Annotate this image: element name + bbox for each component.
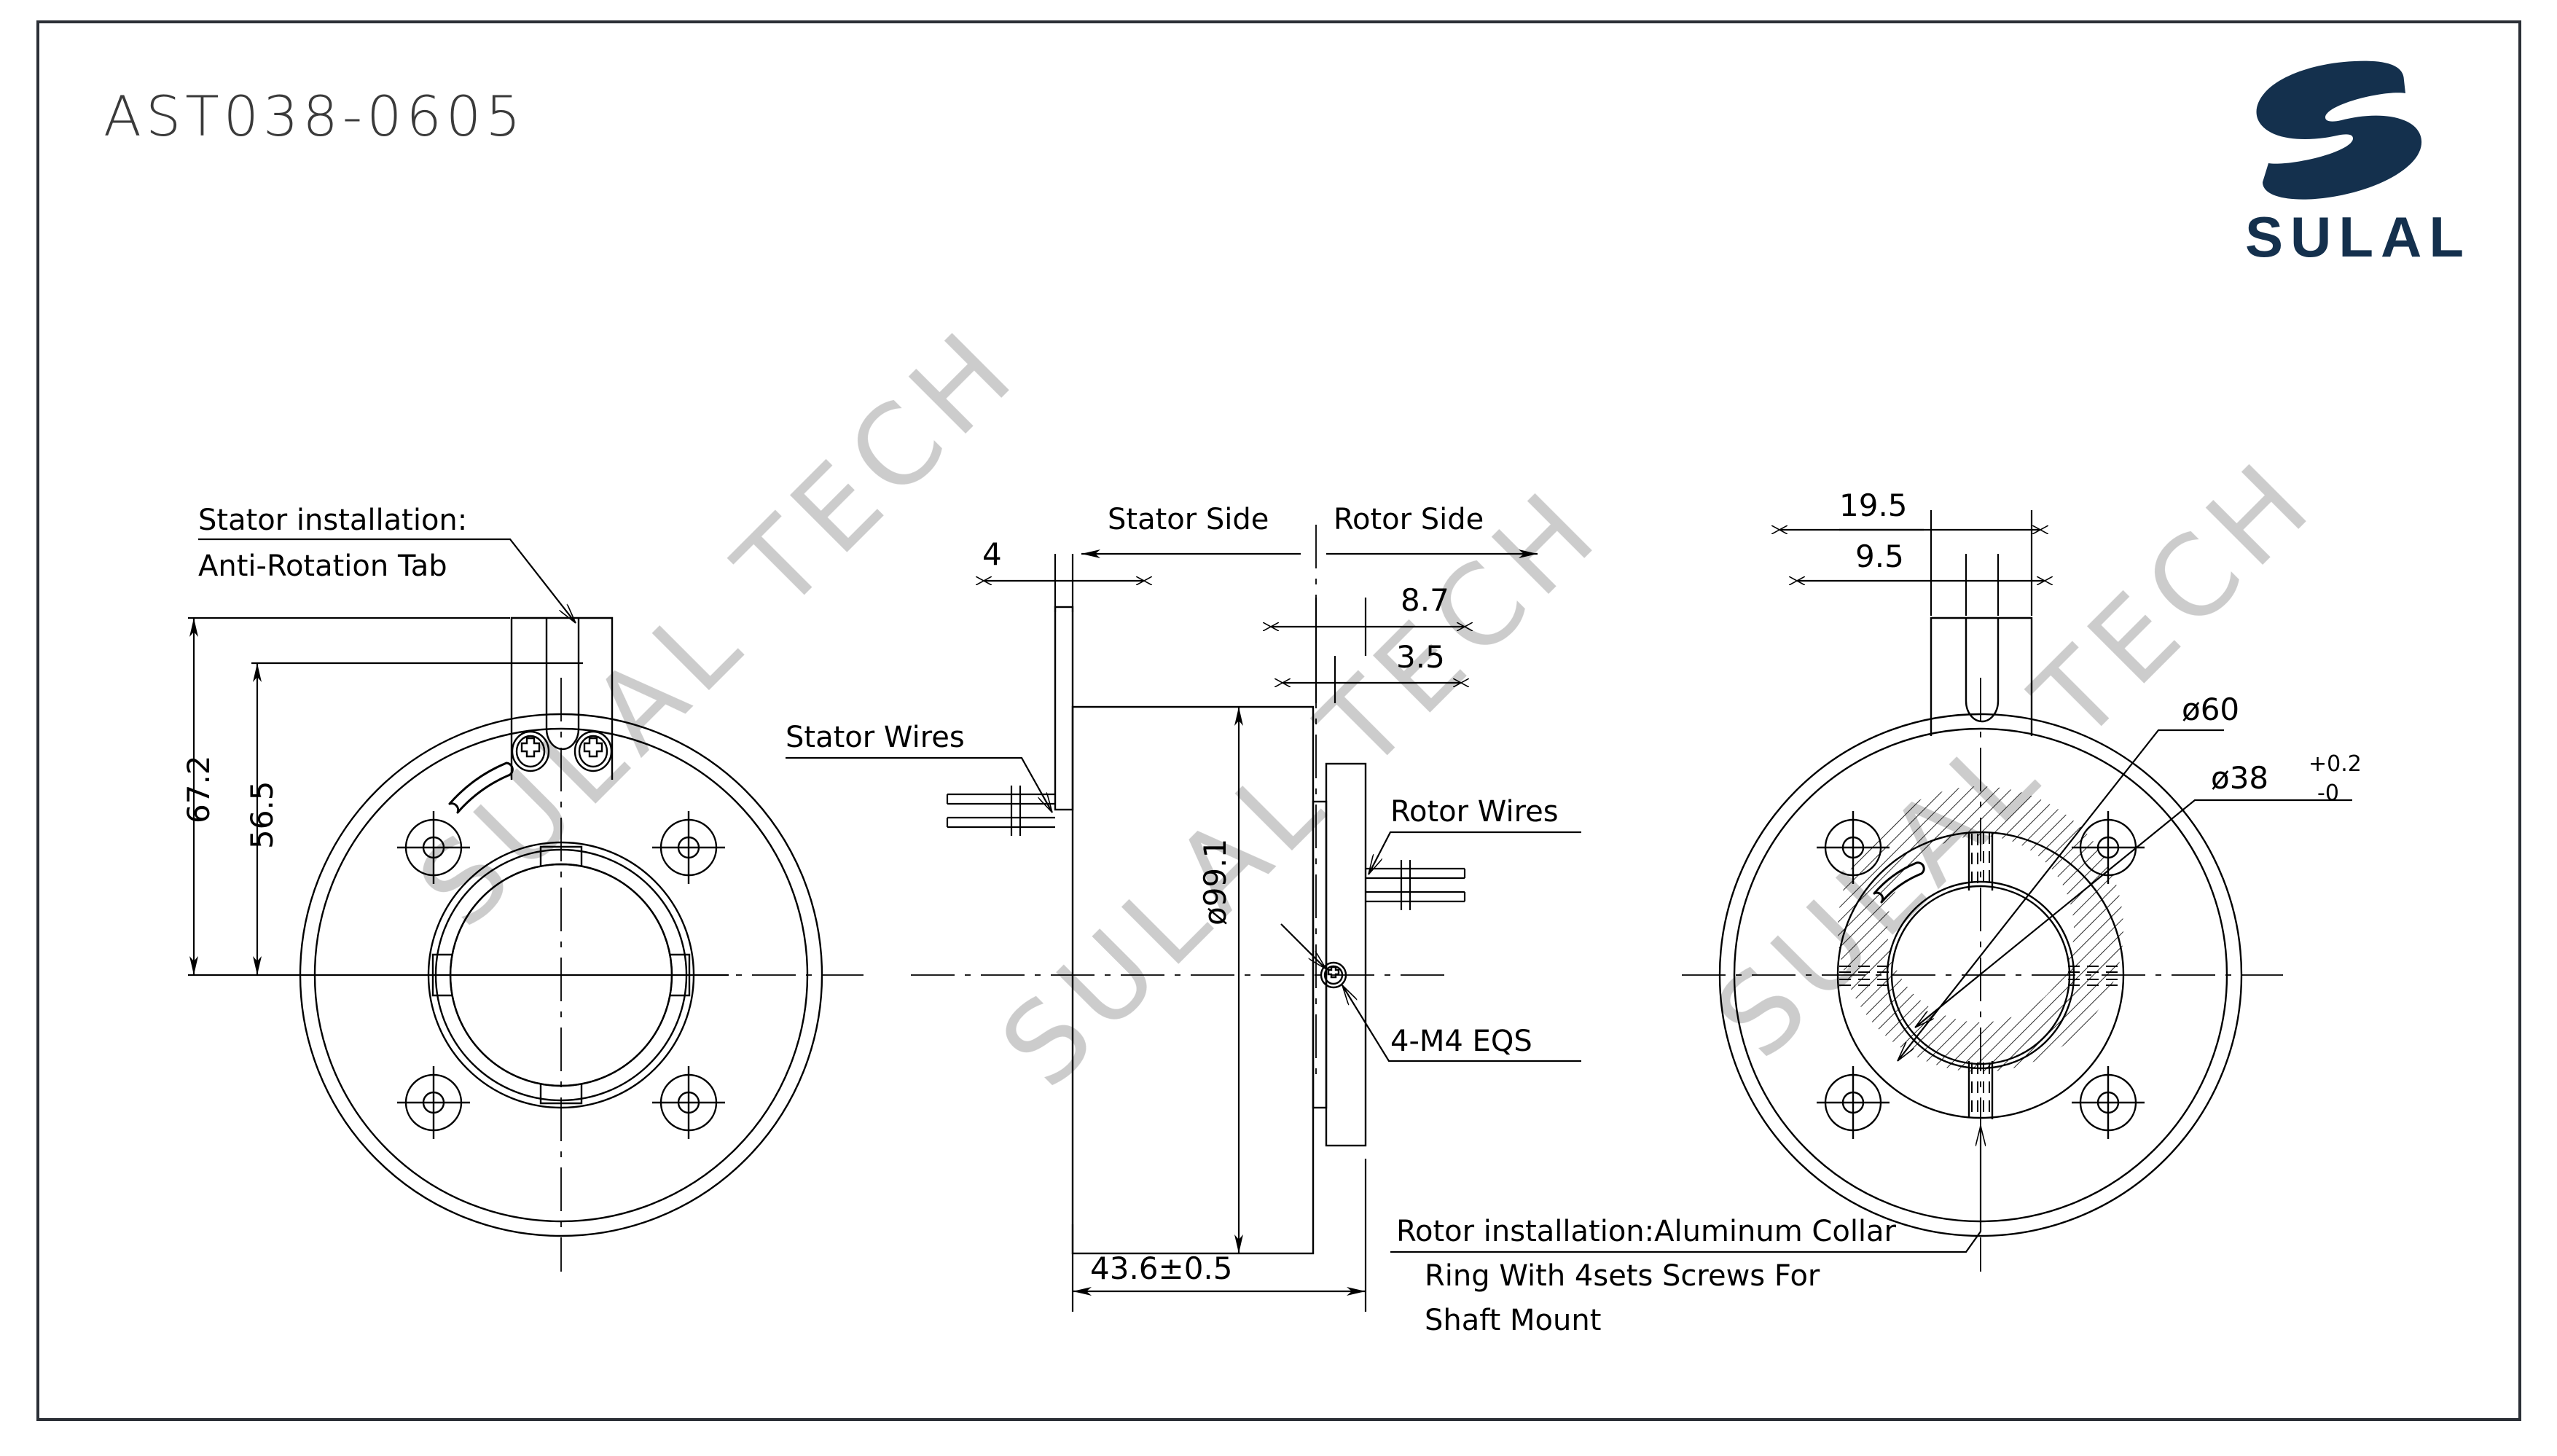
side-indicator-stator: Stator Side: [1081, 503, 1301, 558]
svg-text:Rotor installation:Aluminum Co: Rotor installation:Aluminum Collar: [1396, 1215, 1897, 1248]
callout-screw-spec: 4-M4 EQS: [1280, 923, 1581, 1062]
callout-stator-install: Stator installation: Anti-Rotation Tab: [198, 504, 576, 624]
dim-dia-38-tol-lower: -0: [2317, 780, 2339, 806]
sheet-border: [36, 20, 2521, 1421]
svg-text:Ring With 4sets Screws For: Ring With 4sets Screws For: [1425, 1259, 1820, 1293]
dim-56-5: [251, 662, 583, 975]
sulal-logo-mark: [2231, 58, 2464, 204]
svg-text:SULAL TECH: SULAL TECH: [976, 463, 1625, 1111]
svg-text:Shaft Mount: Shaft Mount: [1425, 1304, 1601, 1337]
dim-8-7: [1271, 598, 1465, 656]
dim-9-5-label: 9.5: [1855, 539, 1904, 574]
svg-text:Stator installation:: Stator installation:: [198, 504, 467, 537]
sulal-logo-wordmark: SULAL: [2245, 205, 2471, 269]
dim-dia-60: ø60: [1897, 692, 2239, 1062]
dim-dia-60-label: ø60: [2182, 692, 2239, 727]
dim-4: [984, 554, 1144, 612]
dim-19-5-label: 19.5: [1839, 488, 1908, 523]
dim-19-5: [1779, 510, 2040, 616]
dim-dia-38-label: ø38: [2211, 760, 2268, 796]
svg-text:SULAL TECH: SULAL TECH: [1691, 434, 2339, 1082]
dim-3-5: [1283, 656, 1461, 703]
svg-text:Anti-Rotation Tab: Anti-Rotation Tab: [198, 549, 447, 583]
dim-dia-38: ø38 +0.2 -0: [1914, 751, 2362, 1028]
svg-text:4-M4 EQS: 4-M4 EQS: [1390, 1025, 1532, 1058]
dim-dia-38-tol-upper: +0.2: [2309, 751, 2362, 777]
dim-dia-99-1-label: ø99.1: [1197, 839, 1233, 925]
dim-67-2: [188, 617, 729, 976]
callout-rotor-wires: Rotor Wires: [1368, 795, 1581, 874]
dim-67-2-label: 67.2: [181, 755, 216, 823]
dim-4-label: 4: [982, 536, 1002, 572]
side-indicator-rotor: Rotor Side: [1326, 503, 1538, 558]
callout-stator-wires: Stator Wires: [786, 721, 1053, 813]
dim-43-6: [1071, 1159, 1367, 1312]
dim-3-5-label: 3.5: [1396, 639, 1445, 675]
page-title: AST038-0605: [103, 84, 525, 149]
dim-9-5: [1797, 554, 2045, 616]
svg-text:Rotor Wires: Rotor Wires: [1390, 795, 1559, 829]
svg-text:SULAL TECH: SULAL TECH: [393, 302, 1042, 951]
svg-text:Stator Side: Stator Side: [1108, 503, 1269, 536]
dim-43-6-label: 43.6±0.5: [1090, 1250, 1233, 1286]
svg-text:Rotor Side: Rotor Side: [1334, 503, 1484, 536]
svg-text:Stator Wires: Stator Wires: [786, 721, 965, 754]
dim-8-7-label: 8.7: [1401, 582, 1449, 618]
callout-rotor-install: Rotor installation:Aluminum Collar Ring …: [1390, 1215, 1981, 1337]
dim-56-5-label: 56.5: [244, 780, 280, 849]
